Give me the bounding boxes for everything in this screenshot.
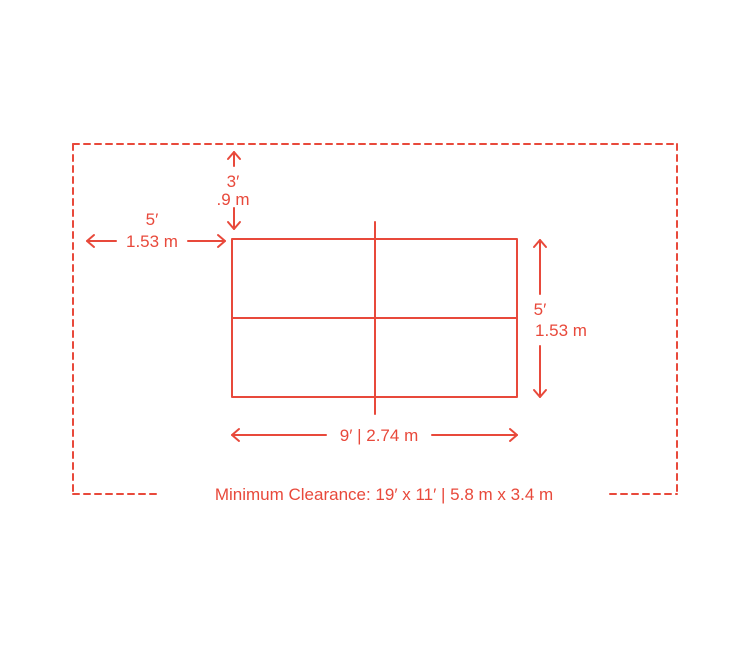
top-clearance-meters: .9 m <box>216 190 249 209</box>
left-clearance-feet: 5′ <box>146 210 159 229</box>
clearance-boundary <box>72 143 678 495</box>
left-clearance-meters: 1.53 m <box>126 232 178 251</box>
table-width-arrow <box>533 239 547 398</box>
table-width-feet: 5′ <box>534 300 547 319</box>
table-length-arrow <box>231 428 518 442</box>
minimum-clearance-label: Minimum Clearance: 19′ x 11′ | 5.8 m x 3… <box>215 485 553 504</box>
table-width-meters: 1.53 m <box>535 321 587 340</box>
table-length-label: 9′ | 2.74 m <box>340 426 418 445</box>
left-clearance-arrow <box>86 234 226 248</box>
top-clearance-feet: 3′ <box>227 172 240 191</box>
top-clearance-arrow <box>227 151 241 230</box>
